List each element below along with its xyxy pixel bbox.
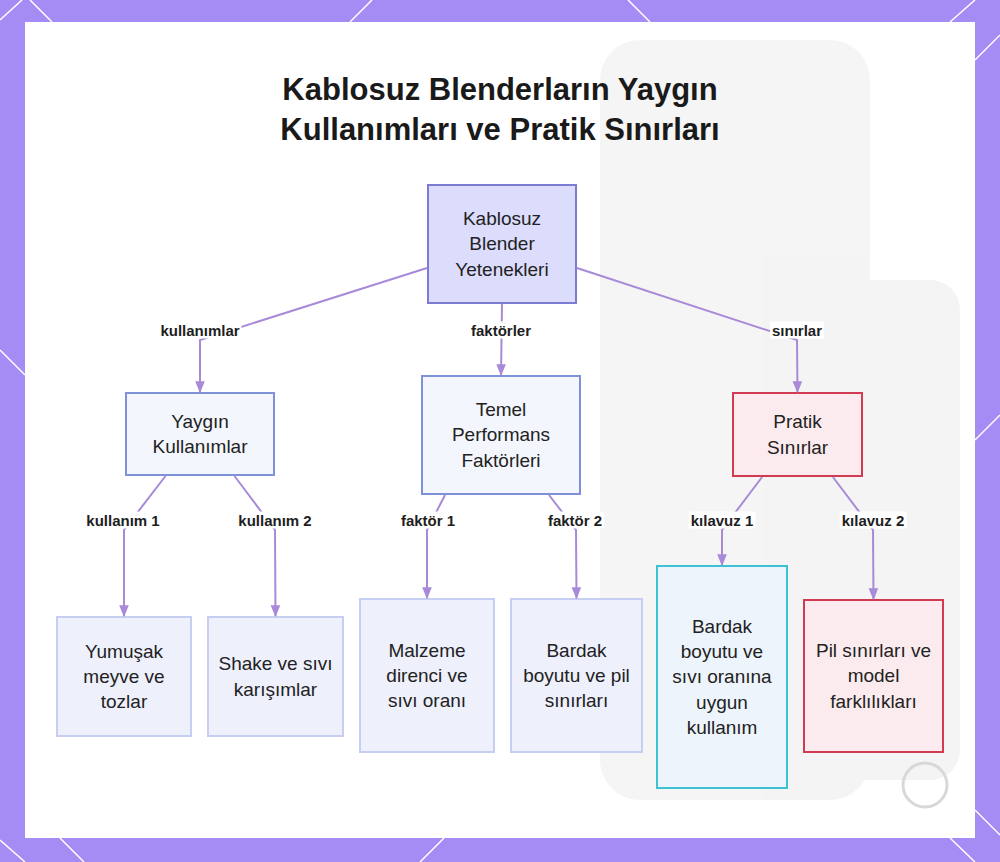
edge-label: faktör 2 <box>546 512 604 529</box>
node-text: Malzeme direnci ve sıvı oranı <box>369 638 485 713</box>
category-box: Temel Performans Faktörleri <box>421 375 581 495</box>
node-text: Kablosuz Blender Yetenekleri <box>437 206 567 281</box>
root-box: Kablosuz Blender Yetenekleri <box>427 184 577 304</box>
connector <box>577 268 798 392</box>
edge-label: kılavuz 2 <box>840 512 907 529</box>
connector <box>501 304 502 375</box>
diagram-title: Kablosuz Blenderların Yaygın Kullanımlar… <box>190 70 810 151</box>
guide-box: Pil sınırları ve model farklılıkları <box>803 599 944 753</box>
node-text: Yaygın Kullanımlar <box>135 409 265 459</box>
node-text: Bardak boyutu ve pil sınırları <box>520 638 633 713</box>
node-text: Shake ve sıvı karışımlar <box>217 651 334 701</box>
panel <box>25 22 975 838</box>
faded-logo <box>903 763 947 807</box>
edge-label: kılavuz 1 <box>689 512 756 529</box>
node-text: Temel Performans Faktörleri <box>431 397 571 472</box>
connector <box>833 477 874 599</box>
connector <box>235 476 276 616</box>
edge-label: sınırlar <box>770 322 824 339</box>
edge-label: kullanım 2 <box>236 512 313 529</box>
leaf-box: Bardak boyutu ve pil sınırları <box>510 598 643 753</box>
edge-label: faktörler <box>469 322 533 339</box>
leaf-box: Yumuşak meyve ve tozlar <box>56 616 192 737</box>
connector <box>427 495 445 598</box>
connector <box>549 495 577 598</box>
faded-illustration <box>600 40 960 800</box>
leaf-box: Malzeme direnci ve sıvı oranı <box>359 598 495 753</box>
connector <box>124 476 166 616</box>
limit-box: Pratik Sınırlar <box>732 392 863 477</box>
edge-label: faktör 1 <box>399 512 457 529</box>
edge-label: kullanımlar <box>158 322 241 339</box>
guide-box: Bardak boyutu ve sıvı oranına uygun kull… <box>656 565 788 789</box>
node-text: Pratik Sınırlar <box>742 409 853 459</box>
category-box: Yaygın Kullanımlar <box>125 392 275 476</box>
leaf-box: Shake ve sıvı karışımlar <box>207 616 344 737</box>
node-text: Bardak boyutu ve sıvı oranına uygun kull… <box>666 614 778 739</box>
node-text: Yumuşak meyve ve tozlar <box>66 639 182 714</box>
node-text: Pil sınırları ve model farklılıkları <box>813 638 934 713</box>
edge-label: kullanım 1 <box>84 512 161 529</box>
